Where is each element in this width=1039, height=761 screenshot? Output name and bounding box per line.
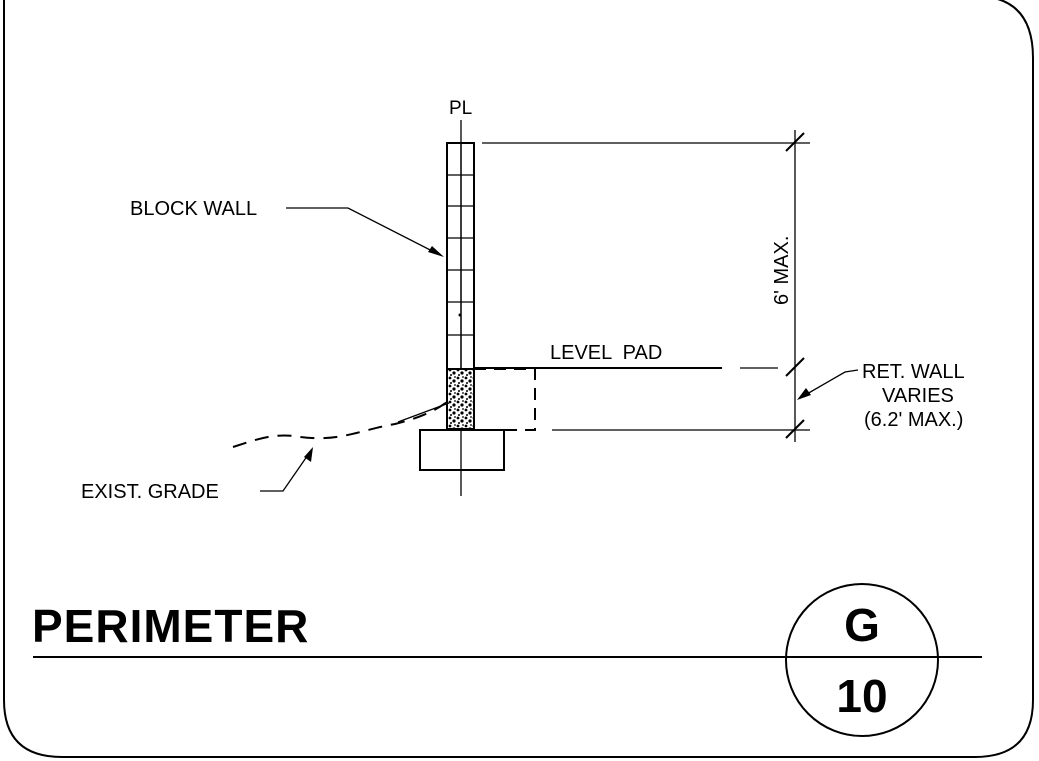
property-line-label: PL [449, 98, 472, 119]
ret-wall-label-1: RET. WALL [862, 361, 965, 383]
exist-grade-label: EXIST. GRADE [81, 481, 219, 503]
level-pad: LEVEL PAD [474, 342, 778, 369]
detail-badge-number: 10 [836, 670, 887, 722]
grade-to-wall-leader [397, 402, 450, 423]
ret-wall-label-2: VARIES [882, 385, 954, 407]
retaining-wall-section [446, 368, 475, 430]
detail-title: PERIMETER [32, 600, 309, 652]
level-pad-label: LEVEL PAD [550, 342, 662, 364]
detail-badge-letter: G [844, 599, 880, 651]
detail-badge: G 10 [785, 583, 939, 737]
ret-wall-label-3: (6.2' MAX.) [864, 409, 963, 431]
block-wall [446, 142, 475, 370]
dashed-excavation [474, 368, 536, 431]
block-wall-label: BLOCK WALL [130, 198, 257, 220]
exist-grade-callout: EXIST. GRADE [81, 447, 313, 503]
ret-wall-callout: RET. WALL VARIES (6.2' MAX.) [797, 361, 965, 431]
existing-grade-line [232, 401, 448, 448]
block-wall-callout: BLOCK WALL [130, 198, 444, 257]
dimension-lines: 6' MAX. [482, 130, 810, 442]
wall-footing [419, 429, 505, 471]
height-dimension-label: 6' MAX. [771, 236, 793, 305]
